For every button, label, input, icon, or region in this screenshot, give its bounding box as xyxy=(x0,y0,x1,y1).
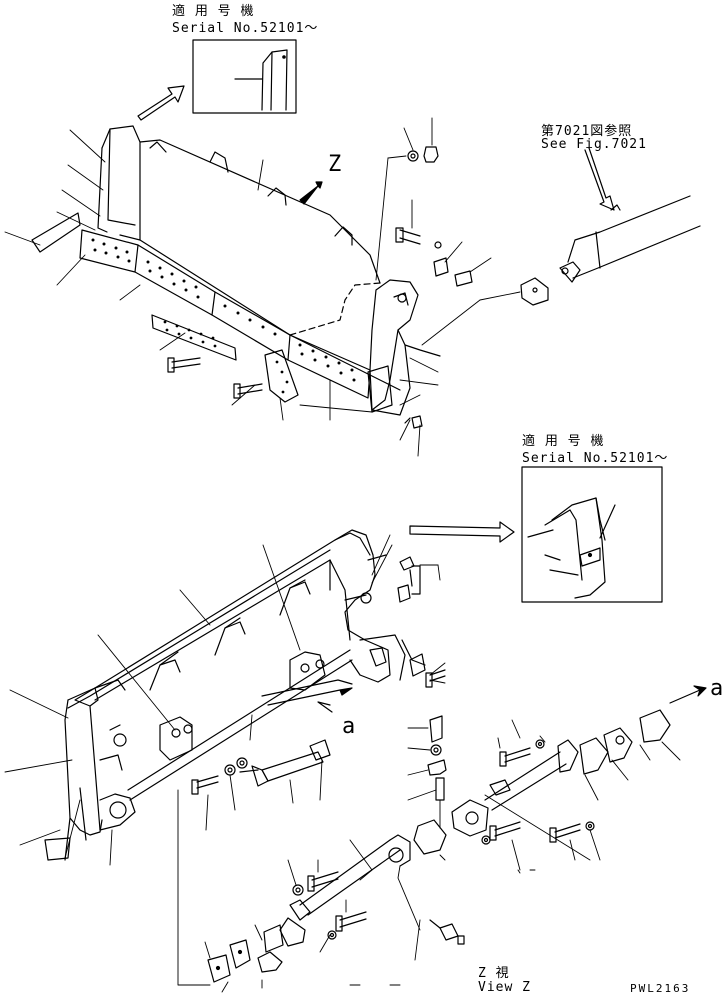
end-bit-loose xyxy=(265,350,298,402)
mid-note-jp: 適 用 号 機 xyxy=(522,434,605,449)
washers-mid xyxy=(192,758,247,794)
brace-arm-right xyxy=(414,710,670,854)
drawing-code: PWL2163 xyxy=(630,982,691,995)
cutting-edge-loose xyxy=(152,315,236,360)
leader-lines-top xyxy=(5,118,520,456)
grease-fitting-mid xyxy=(398,557,420,602)
see-fig-jp: 第7021図参照 xyxy=(541,124,633,139)
cylinder-reference xyxy=(560,148,700,282)
view-z-label-en: View Z xyxy=(478,980,531,995)
detail-box-top xyxy=(193,40,296,113)
leader-lines-mid xyxy=(5,535,680,992)
pin-mid xyxy=(240,740,330,786)
bolts-top-left xyxy=(168,358,262,398)
top-note-jp: 適 用 号 機 xyxy=(172,4,255,19)
ref-a-left: a xyxy=(342,714,356,739)
hardware-stack-center xyxy=(428,716,446,800)
view-z-label-jp: Z 視 xyxy=(478,966,510,981)
grease-fitting-lower xyxy=(430,920,464,944)
blade-assembly-top xyxy=(80,126,440,415)
left-wedge xyxy=(32,213,80,252)
brace-arm-left xyxy=(208,835,410,982)
bolts-lower xyxy=(293,740,594,939)
arrow-to-detail-top xyxy=(138,86,184,120)
ref-a-right: a xyxy=(710,676,724,701)
hardware-top-right xyxy=(396,147,548,428)
view-z-marker: Z xyxy=(328,152,342,177)
arrow-to-detail-mid xyxy=(410,522,514,542)
top-note-serial: Serial No.52101～ xyxy=(172,21,319,36)
mid-note-serial: Serial No.52101～ xyxy=(522,451,669,466)
see-fig-en: See Fig.7021 xyxy=(541,137,647,152)
detail-box-mid xyxy=(522,467,662,602)
arrow-a-right xyxy=(670,686,706,703)
blade-assembly-mid xyxy=(45,530,425,860)
